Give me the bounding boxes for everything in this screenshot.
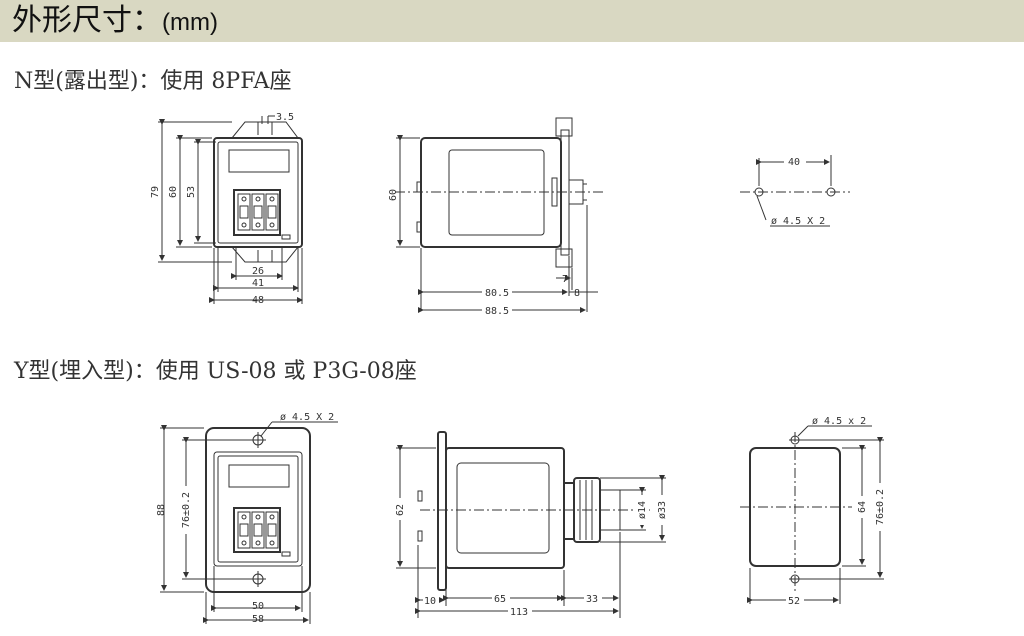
- n-front-body: [213, 137, 303, 248]
- n-front-dim-60: 60: [168, 186, 179, 198]
- n-side-dim-88-5: 88.5: [485, 306, 509, 317]
- section-n-type-heading: N型(露出型)：使用 8PFA座: [14, 69, 292, 94]
- n-mount-dim-40: 40: [788, 157, 800, 168]
- y-front-dim-88: 88: [156, 504, 167, 516]
- y-cutout-view: ø 4.5 x 2 64 76±0.2 52: [740, 416, 886, 607]
- title-bar: 外形尺寸：(mm): [0, 0, 1024, 42]
- n-front-bottom-clip: [230, 246, 300, 263]
- y-front-display: [228, 464, 290, 488]
- y-front-frame: [205, 427, 311, 593]
- y-side-panel: [437, 431, 447, 591]
- y-front-hole-label: ø 4.5 X 2: [280, 412, 334, 423]
- n-front-thumbwheel: [233, 189, 281, 236]
- n-side-dim-80-5: 80.5: [485, 288, 509, 299]
- title-unit: (mm): [162, 9, 218, 36]
- n-side-dim-60: 60: [388, 189, 399, 201]
- n-front-dim-79: 79: [150, 186, 161, 198]
- section-y-type-heading: Y型(埋入型)：使用 US-08 或 P3G-08座: [14, 359, 417, 384]
- y-side-view: 62 ø14 ø33 10 65 33 113: [394, 431, 668, 618]
- y-front-view: ø 4.5 X 2 88 76±0.2 50 58: [156, 412, 338, 625]
- y-side-dim-33b: 33: [586, 594, 598, 605]
- y-cutout-dim-64: 64: [857, 501, 868, 513]
- n-front-top-clip: [230, 121, 299, 139]
- n-side-dim-8: 8: [574, 288, 580, 299]
- title-text: 外形尺寸：: [12, 3, 162, 38]
- n-front-dim-53: 53: [186, 186, 197, 198]
- y-cutout-dim-52: 52: [788, 596, 800, 607]
- y-side-body: [445, 447, 565, 569]
- y-front-dim-58: 58: [252, 614, 264, 625]
- y-side-dim-62: 62: [395, 504, 406, 516]
- y-front-thumbwheel: [233, 507, 281, 553]
- y-cutout-dim-76: 76±0.2: [875, 489, 886, 525]
- n-front-dim-26: 26: [252, 266, 264, 277]
- n-front-dim-3-5: 3.5: [276, 112, 294, 123]
- y-side-dim-65: 65: [494, 594, 506, 605]
- n-side-view: 60 7 80.5 8 88.5: [388, 117, 605, 317]
- n-front-dim-48: 48: [252, 295, 264, 306]
- n-mount-holes: 40 ø 4.5 X 2: [740, 155, 850, 227]
- y-side-dim-33: ø33: [657, 501, 668, 519]
- y-side-dim-10: 10: [424, 596, 436, 607]
- n-front-dim-41: 41: [252, 278, 264, 289]
- n-front-display: [228, 149, 290, 173]
- y-cutout-hole-label: ø 4.5 x 2: [812, 416, 866, 427]
- y-side-dim-14: ø14: [637, 501, 648, 519]
- y-front-dim-76: 76±0.2: [181, 492, 192, 528]
- n-front-view: 79 60 53 3.5 26 41 48: [150, 112, 303, 306]
- y-front-dim-50: 50: [252, 601, 264, 612]
- y-side-dim-113: 113: [510, 607, 528, 618]
- page-title: 外形尺寸：(mm): [12, 4, 218, 40]
- n-mount-hole-label: ø 4.5 X 2: [771, 216, 825, 227]
- n-side-dim-7: 7: [562, 274, 568, 285]
